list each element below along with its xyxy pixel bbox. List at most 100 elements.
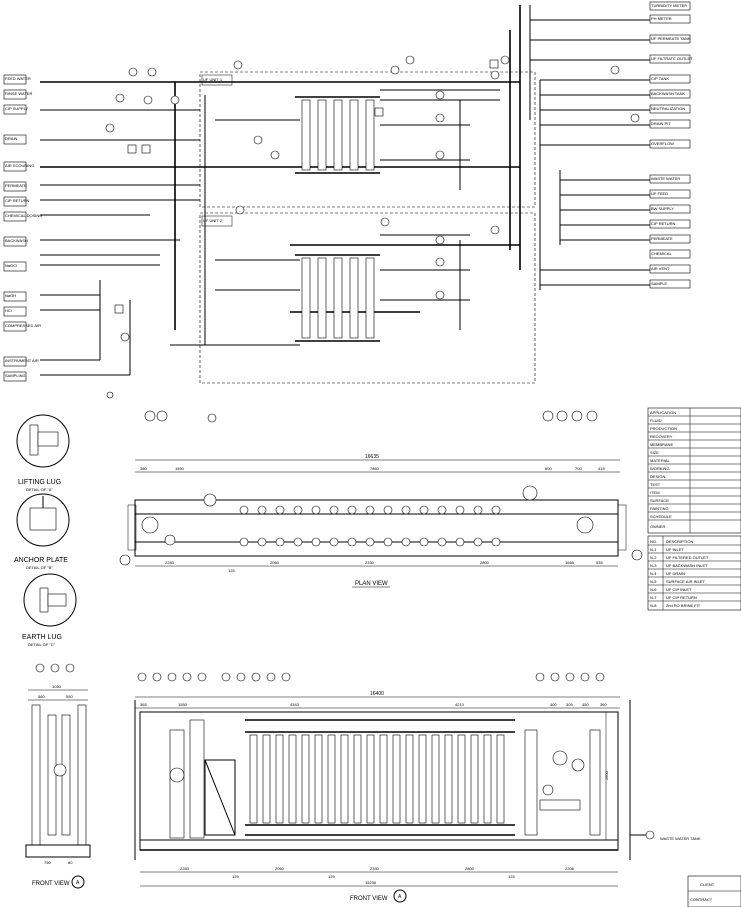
nozzle-no: N-4: [650, 571, 657, 576]
plan-bottom-dim: 535: [596, 560, 603, 565]
plan-bottom-dim: 2800: [480, 560, 490, 565]
plan-skid-frame: [134, 499, 619, 557]
plan-view: 16635 380 1550 7860 600 700 415: [119, 410, 643, 588]
front-overall-dim: 16400: [370, 691, 384, 697]
detail-earth-lug: EARTH LUG DETAIL OF "C": [22, 573, 77, 647]
front-view-title: FRONT VIEW: [350, 896, 388, 902]
front-bottom-dim: 2060: [275, 866, 285, 871]
front-top-bubbles: [137, 672, 605, 682]
anchor-plate-sub: DETAIL OF "B": [26, 565, 53, 570]
spec-row: PRODUCTION: [650, 426, 677, 431]
front-overall-bottom-dim: 15230: [365, 880, 377, 885]
plan-small-dim: 125: [228, 568, 235, 573]
plan-overall-dim: 16635: [365, 454, 379, 460]
right-tag: SAMPLE: [651, 281, 668, 286]
left-tag: PERMEATE: [5, 183, 27, 188]
nozzle-no: N-3: [650, 563, 657, 568]
detail-anchor-plate: ANCHOR PLATE DETAIL OF "B": [14, 493, 70, 570]
right-tag: NEUTRALIZATION: [651, 106, 685, 111]
front-top-dim: 400: [550, 702, 557, 707]
left-tag: DRAIN: [5, 136, 18, 141]
plan-module-row: [239, 505, 501, 547]
spec-row: SURFACE: [650, 498, 669, 503]
front-height-dim: 2600: [604, 770, 609, 780]
left-tag: HCl: [5, 308, 12, 313]
front-top-dim: 4213: [455, 702, 465, 707]
right-tag: UF FILTRATE OUTLET: [651, 56, 693, 61]
left-tag: FEED WATER: [5, 76, 31, 81]
nozzle-desc: UF DRAIN: [666, 571, 685, 576]
plan-bottom-dim: 2330: [365, 560, 375, 565]
spec-table: APPLICATION FLUID PRODUCTION RECOVERY ME…: [647, 407, 741, 534]
spec-row: FLUID: [650, 418, 662, 423]
front-view-marker-letter: A: [398, 894, 402, 900]
instrument-bubbles: [105, 55, 640, 399]
spec-row: OWNER: [650, 524, 665, 529]
front-bottom-dim: 2800: [465, 866, 475, 871]
right-tag: BACKWASH TANK: [651, 91, 685, 96]
nozzle-desc: UF CIP RETURN: [666, 595, 697, 600]
anchor-plate-title: ANCHOR PLATE: [14, 557, 68, 564]
front-membrane-modules: [249, 734, 505, 824]
front-bottom-dim: 2206: [565, 866, 575, 871]
spec-row: DESIGN: [650, 474, 665, 479]
earth-lug-sub: DETAIL OF "C": [28, 642, 56, 647]
side-view-marker-letter: A: [76, 880, 80, 886]
nozzle-no: N-6: [650, 587, 657, 592]
nozzle-no: N-5: [650, 579, 657, 584]
right-tag: CIP TANK: [651, 76, 669, 81]
plan-bottom-dim: 2283: [165, 560, 175, 565]
right-line-tags: TURBIDITY METER PH METER UF PERMEATE TAN…: [649, 1, 693, 289]
front-bottom-dim: 2330: [370, 866, 380, 871]
side-front-view: 1050 560 550 750 80 FRONT VIEW A: [25, 663, 91, 889]
right-tag: AIR VENT: [651, 266, 670, 271]
side-w1-dim: 560: [38, 694, 45, 699]
front-view: 16400 365 1550 4343 4213 400 305 450 360: [134, 672, 701, 903]
nozzle-no: N-1: [650, 547, 657, 552]
unit1-label: UF UNIT 1: [203, 77, 223, 82]
right-tag: PERMEATE: [651, 236, 673, 241]
plan-top-dim: 380: [140, 466, 147, 471]
right-tag: OVERFLOW: [651, 141, 674, 146]
right-tag: UF PERMEATE TANK: [651, 36, 691, 41]
right-tag: BW SUPPLY: [651, 206, 674, 211]
unit1-label-box: [201, 74, 233, 86]
lifting-lug-sub: DETAIL OF "A": [26, 487, 53, 492]
earth-lug-title: EARTH LUG: [22, 634, 62, 641]
front-small-dim: 125: [328, 874, 335, 879]
plan-top-dim: 1550: [175, 466, 185, 471]
left-tag: COMPRESSED AIR: [5, 323, 41, 328]
nozzle-desc: UF CIP INLET: [666, 587, 692, 592]
title-block-contract: CONTRACT: [690, 897, 713, 902]
front-top-dim: 365: [140, 702, 147, 707]
front-view-marker: [393, 889, 407, 903]
nozzle-no: N-7: [650, 595, 657, 600]
lifting-lug-title: LIFTING LUG: [18, 479, 61, 486]
nozzle-desc: UF BACKWASH INLET: [666, 563, 708, 568]
plan-top-dim: 415: [598, 466, 605, 471]
side-view-title: FRONT VIEW: [32, 881, 70, 887]
right-tag: TURBIDITY METER: [651, 3, 687, 8]
left-tag: RINSE WATER: [5, 91, 32, 96]
side-w2-dim: 550: [66, 694, 73, 699]
spec-row: TEST: [650, 482, 661, 487]
nozzle-table: NO. DESCRIPTION N-1 UF INLET N-2 UF FILT…: [647, 535, 741, 611]
left-tag: AIR SCOURING: [5, 163, 34, 168]
front-top-dim: 4343: [290, 702, 300, 707]
left-tag: NaOH: [5, 293, 16, 298]
uf-unit2-boundary: [199, 212, 536, 384]
right-tag: DRAIN PIT: [651, 121, 671, 126]
plan-bottom-dim: 2060: [270, 560, 280, 565]
left-line-tags: FEED WATER RINSE WATER CIP SUPPLY DRAIN …: [3, 74, 42, 382]
front-top-dim: 360: [600, 702, 607, 707]
left-tag: CIP SUPPLY: [5, 106, 29, 111]
unit2-label-box: [201, 215, 233, 227]
front-right-note: WASTE WATER TANK: [660, 836, 701, 841]
spec-row: ITEM: [650, 490, 660, 495]
pid-diagram: UF UNIT 1 UF UNIT 2: [3, 1, 693, 399]
detail-lifting-lug: LIFTING LUG DETAIL OF "A": [16, 414, 70, 492]
left-tag: SAMPLING: [5, 373, 26, 378]
left-tag: BACKWASH: [5, 238, 28, 243]
uf-unit1-modules: [295, 96, 380, 174]
